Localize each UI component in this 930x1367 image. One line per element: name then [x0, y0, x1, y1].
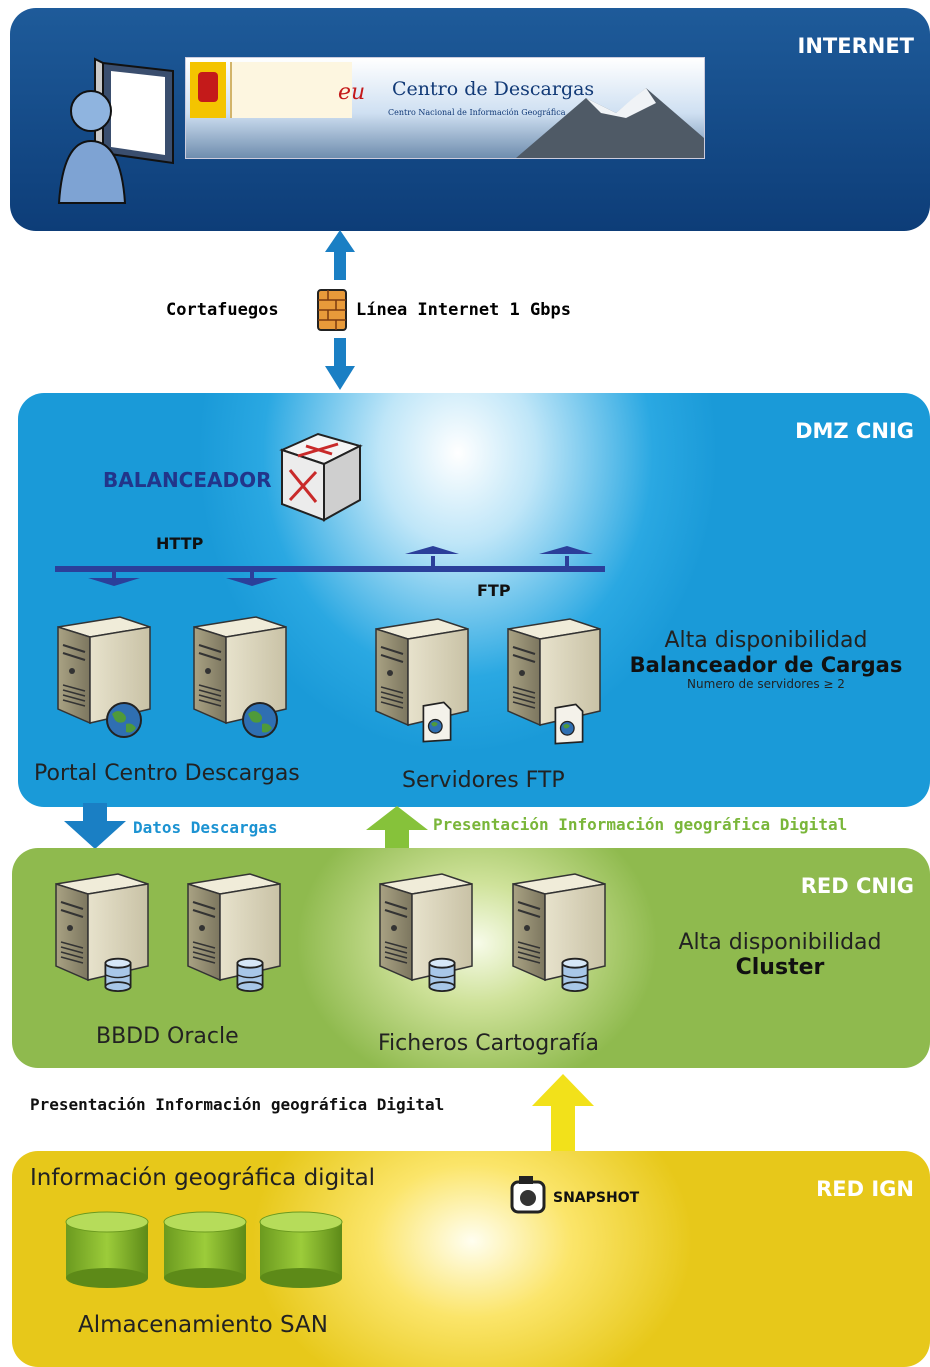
firewall-icon	[317, 289, 347, 331]
bus-line	[55, 566, 605, 572]
ftp-label: FTP	[477, 581, 511, 600]
san-disk-1	[62, 1210, 152, 1290]
database-icon	[424, 954, 460, 994]
oracle-label: BBDD Oracle	[96, 1024, 239, 1049]
cluster-ha-title: Alta disponibilidad	[678, 930, 882, 955]
globe-icon	[240, 700, 280, 740]
database-icon	[100, 954, 136, 994]
internet-line-label: Línea Internet 1 Gbps	[356, 300, 571, 320]
zone-title-red-ign: RED IGN	[816, 1177, 914, 1201]
camera-icon	[510, 1176, 546, 1214]
cluster-label: Cluster	[735, 955, 825, 980]
bus-drop-portal-1	[88, 572, 140, 586]
document-icon	[420, 700, 454, 744]
ha-load-balancer: Balanceador de Cargas	[629, 653, 903, 677]
user-workstation-icon	[57, 57, 174, 204]
snapshot-label: SNAPSHOT	[553, 1190, 640, 1206]
presentation-label-2: Presentación Información geográfica Digi…	[30, 1095, 445, 1114]
dmz-ha-note: Alta disponibilidad Balanceador de Carga…	[610, 628, 922, 691]
snapshot-up-arrow	[532, 1074, 594, 1152]
eu-logo: eu	[338, 80, 366, 105]
zone-title-internet: INTERNET	[797, 34, 914, 58]
san-disk-3	[256, 1210, 346, 1290]
bus-rise-ftp-1	[405, 546, 459, 566]
ministry-logo	[230, 62, 352, 118]
government-seal-icon	[190, 62, 226, 118]
bus-drop-portal-2	[226, 572, 278, 586]
data-downloads-label: Datos Descargas	[133, 818, 278, 837]
cluster-ha-note: Alta disponibilidad Cluster	[640, 930, 920, 980]
document-icon	[552, 702, 586, 746]
network-bus	[55, 546, 605, 586]
download-center-banner: eu Centro de Descargas Centro Nacional d…	[185, 57, 705, 159]
bus-rise-ftp-2	[539, 546, 593, 566]
balancer-label: BALANCEADOR	[103, 468, 272, 492]
arrow-up-icon	[325, 230, 355, 280]
firewall-label: Cortafuegos	[166, 300, 279, 320]
banner-title: Centro de Descargas	[392, 78, 595, 100]
http-label: HTTP	[156, 534, 204, 553]
san-label: Almacenamiento SAN	[78, 1312, 328, 1338]
ha-title: Alta disponibilidad	[664, 628, 868, 653]
presentation-label-1: Presentación Información geográfica Digi…	[433, 815, 848, 834]
globe-icon	[104, 700, 144, 740]
database-icon	[557, 954, 593, 994]
ftp-servers-label: Servidores FTP	[402, 768, 565, 793]
zone-title-red-cnig: RED CNIG	[800, 874, 914, 898]
load-balancer-icon	[279, 432, 363, 522]
presentation-up-arrow	[366, 806, 428, 850]
carto-files-label: Ficheros Cartografía	[378, 1031, 600, 1056]
data-downloads-arrow	[64, 803, 126, 849]
geo-info-label: Información geográfica digital	[30, 1165, 376, 1191]
zone-title-dmz: DMZ CNIG	[795, 419, 914, 443]
dmz-zone: DMZ CNIG	[18, 393, 930, 807]
ha-server-count: Numero de servidores ≥ 2	[687, 677, 845, 691]
banner-subtitle: Centro Nacional de Información Geográfic…	[388, 108, 566, 117]
database-icon	[232, 954, 268, 994]
mountain-image	[516, 88, 704, 158]
san-disk-2	[160, 1210, 250, 1290]
portal-label: Portal Centro Descargas	[34, 761, 300, 786]
arrow-down-icon	[325, 338, 355, 390]
